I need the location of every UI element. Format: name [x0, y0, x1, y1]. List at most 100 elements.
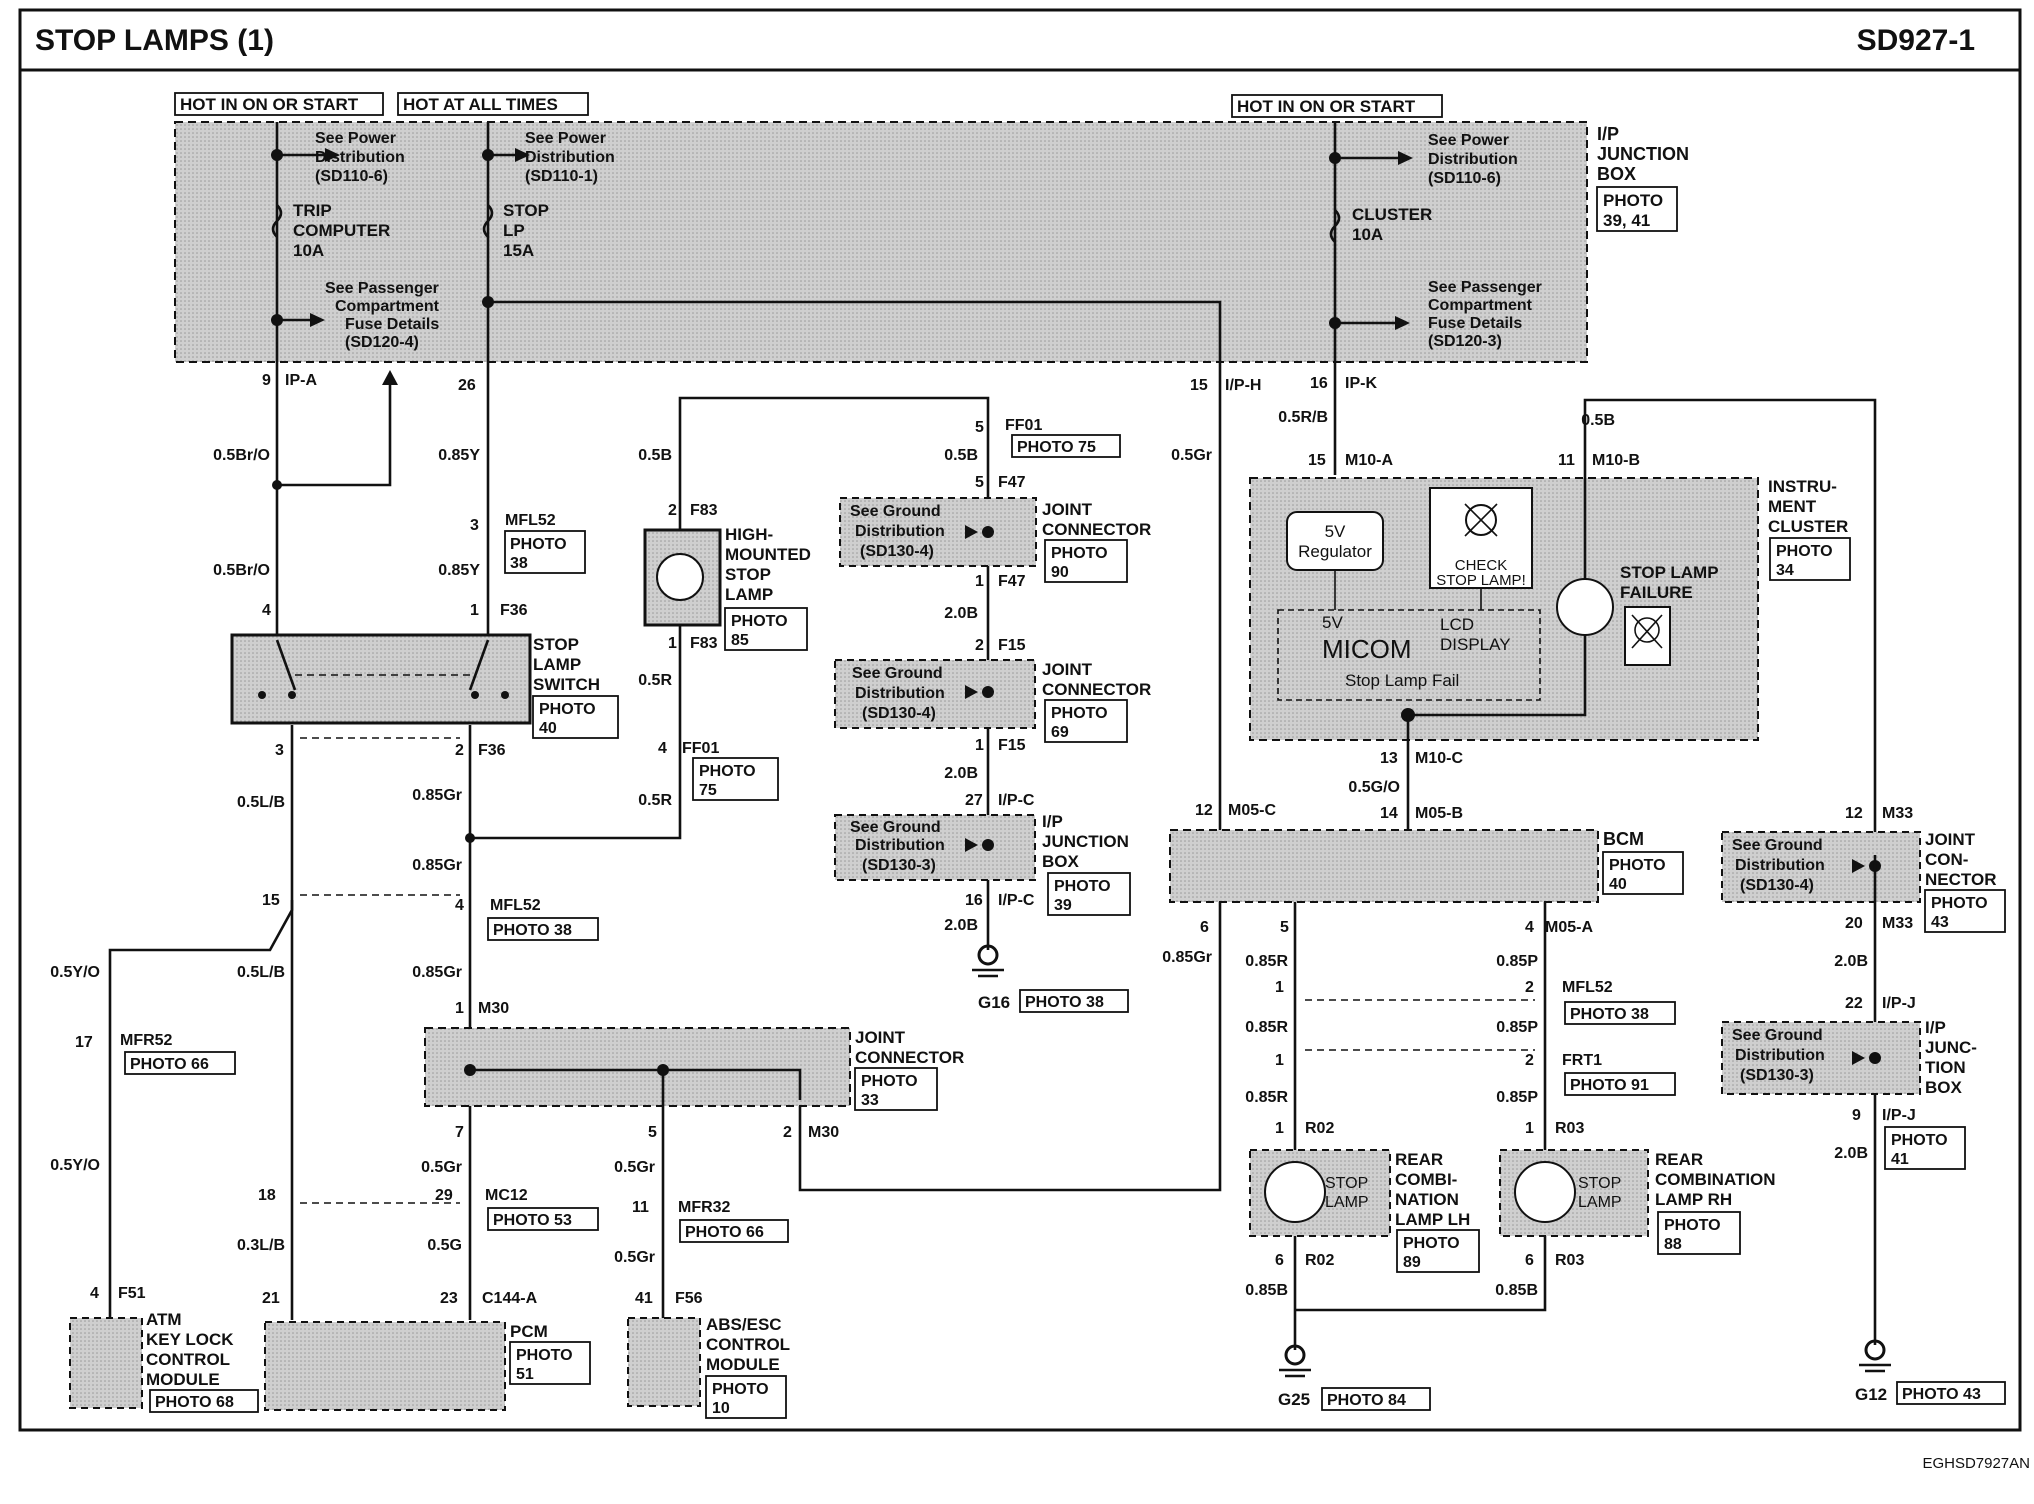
svg-text:F47: F47: [998, 573, 1026, 590]
svg-text:M30: M30: [808, 1124, 839, 1141]
svg-text:1: 1: [1525, 1120, 1534, 1137]
svg-text:85: 85: [731, 632, 749, 649]
svg-text:16: 16: [1310, 375, 1328, 392]
svg-text:COMBINATION: COMBINATION: [1655, 1170, 1776, 1189]
svg-text:2.0B: 2.0B: [1834, 1145, 1868, 1162]
svg-text:1: 1: [470, 602, 479, 619]
svg-text:1: 1: [1275, 979, 1284, 996]
svg-text:0.5Y/O: 0.5Y/O: [50, 1157, 100, 1174]
svg-text:PHOTO: PHOTO: [1931, 895, 1988, 912]
svg-text:PHOTO 38: PHOTO 38: [493, 922, 572, 939]
svg-text:MODULE: MODULE: [706, 1355, 780, 1374]
joint-connector-m30: [424, 1027, 851, 1107]
svg-text:LAMP: LAMP: [1578, 1194, 1622, 1211]
svg-text:I/P-C: I/P-C: [998, 892, 1035, 909]
svg-text:89: 89: [1403, 1254, 1421, 1271]
svg-text:PHOTO 84: PHOTO 84: [1327, 1392, 1406, 1409]
svg-text:Distribution: Distribution: [855, 837, 945, 854]
svg-text:MFL52: MFL52: [1562, 979, 1613, 996]
svg-text:PHOTO 53: PHOTO 53: [493, 1212, 572, 1229]
svg-text:0.85Y: 0.85Y: [438, 447, 480, 464]
svg-text:12: 12: [1195, 802, 1213, 819]
svg-text:COMBI-: COMBI-: [1395, 1170, 1457, 1189]
svg-text:JUNCTION: JUNCTION: [1597, 144, 1689, 164]
svg-text:2: 2: [1525, 979, 1534, 996]
svg-text:13: 13: [1380, 750, 1398, 767]
svg-text:STOP: STOP: [533, 635, 579, 654]
svg-text:0.85B: 0.85B: [1245, 1282, 1288, 1299]
svg-text:R03: R03: [1555, 1252, 1584, 1269]
svg-text:2.0B: 2.0B: [1834, 953, 1868, 970]
svg-text:Compartment: Compartment: [1428, 297, 1533, 314]
svg-text:Distribution: Distribution: [1428, 151, 1518, 168]
svg-text:M33: M33: [1882, 805, 1913, 822]
svg-text:LP: LP: [503, 221, 525, 240]
svg-text:MOUNTED: MOUNTED: [725, 545, 811, 564]
svg-text:PHOTO: PHOTO: [1403, 1235, 1460, 1252]
hot-label-run-left: HOT IN ON OR START: [180, 95, 359, 114]
svg-text:FAILURE: FAILURE: [1620, 583, 1693, 602]
svg-text:MFL52: MFL52: [505, 512, 556, 529]
svg-text:2.0B: 2.0B: [944, 605, 978, 622]
svg-text:40: 40: [1609, 876, 1627, 893]
svg-text:69: 69: [1051, 724, 1069, 741]
svg-text:0.85Gr: 0.85Gr: [1162, 949, 1212, 966]
svg-text:3: 3: [275, 742, 284, 759]
svg-text:FF01: FF01: [682, 740, 719, 757]
svg-text:0.5L/B: 0.5L/B: [237, 794, 285, 811]
svg-text:51: 51: [516, 1366, 534, 1383]
svg-text:Compartment: Compartment: [335, 298, 440, 315]
svg-text:INSTRU-: INSTRU-: [1768, 477, 1837, 496]
svg-text:CONNECTOR: CONNECTOR: [855, 1048, 964, 1067]
abs-esc-control-module: [627, 1317, 701, 1407]
svg-text:41: 41: [635, 1290, 653, 1307]
svg-text:F56: F56: [675, 1290, 703, 1307]
svg-text:6: 6: [1200, 919, 1209, 936]
svg-text:CLUSTER: CLUSTER: [1352, 205, 1432, 224]
svg-text:JUNC-: JUNC-: [1925, 1038, 1977, 1057]
svg-text:See Power: See Power: [525, 130, 606, 147]
svg-text:39, 41: 39, 41: [1603, 211, 1650, 230]
svg-text:BOX: BOX: [1597, 164, 1636, 184]
rear-combination-lamp-lh: STOP LAMP: [1249, 1149, 1391, 1237]
svg-text:M10-B: M10-B: [1592, 452, 1640, 469]
svg-text:KEY LOCK: KEY LOCK: [146, 1330, 234, 1349]
svg-text:F36: F36: [500, 602, 528, 619]
svg-text:I/P: I/P: [1925, 1018, 1946, 1037]
svg-text:(SD120-4): (SD120-4): [345, 334, 419, 351]
fuse-cluster: [1329, 209, 1341, 243]
svg-text:4: 4: [658, 740, 667, 757]
svg-text:5V: 5V: [1325, 522, 1346, 541]
svg-text:F83: F83: [690, 635, 718, 652]
svg-text:23: 23: [440, 1290, 458, 1307]
joint-connector-f15: See Ground Distribution (SD130-4): [834, 659, 1036, 729]
svg-text:M05-B: M05-B: [1415, 805, 1463, 822]
svg-text:0.5Y/O: 0.5Y/O: [50, 964, 100, 981]
svg-text:I/P-J: I/P-J: [1882, 1107, 1916, 1124]
svg-text:PHOTO: PHOTO: [1776, 543, 1833, 560]
svg-text:0.85Gr: 0.85Gr: [412, 964, 462, 981]
svg-text:STOP LAMP: STOP LAMP: [1620, 563, 1719, 582]
hot-label-always: HOT AT ALL TIMES: [403, 95, 558, 114]
footer-code: EGHSD7927AN: [1922, 1455, 2030, 1472]
svg-text:(SD130-4): (SD130-4): [860, 543, 934, 560]
svg-text:REAR: REAR: [1655, 1150, 1703, 1169]
svg-text:2: 2: [455, 742, 464, 759]
svg-text:Distribution: Distribution: [855, 685, 945, 702]
svg-text:6: 6: [1525, 1252, 1534, 1269]
svg-text:M05-A: M05-A: [1545, 919, 1593, 936]
svg-text:NECTOR: NECTOR: [1925, 870, 1996, 889]
ip-junction-box-ground: See Ground Distribution (SD130-3): [834, 814, 1036, 881]
svg-text:See Passenger: See Passenger: [325, 280, 439, 297]
svg-text:PHOTO: PHOTO: [516, 1347, 573, 1364]
svg-text:11: 11: [1558, 452, 1575, 469]
svg-text:MODULE: MODULE: [146, 1370, 220, 1389]
svg-text:Regulator: Regulator: [1298, 542, 1372, 561]
svg-text:PHOTO: PHOTO: [1609, 857, 1666, 874]
svg-text:21: 21: [262, 1290, 280, 1307]
svg-text:0.5B: 0.5B: [944, 447, 978, 464]
svg-text:9: 9: [1852, 1107, 1861, 1124]
svg-text:10A: 10A: [293, 241, 324, 260]
svg-text:STOP: STOP: [725, 565, 771, 584]
pcm: [264, 1321, 506, 1411]
